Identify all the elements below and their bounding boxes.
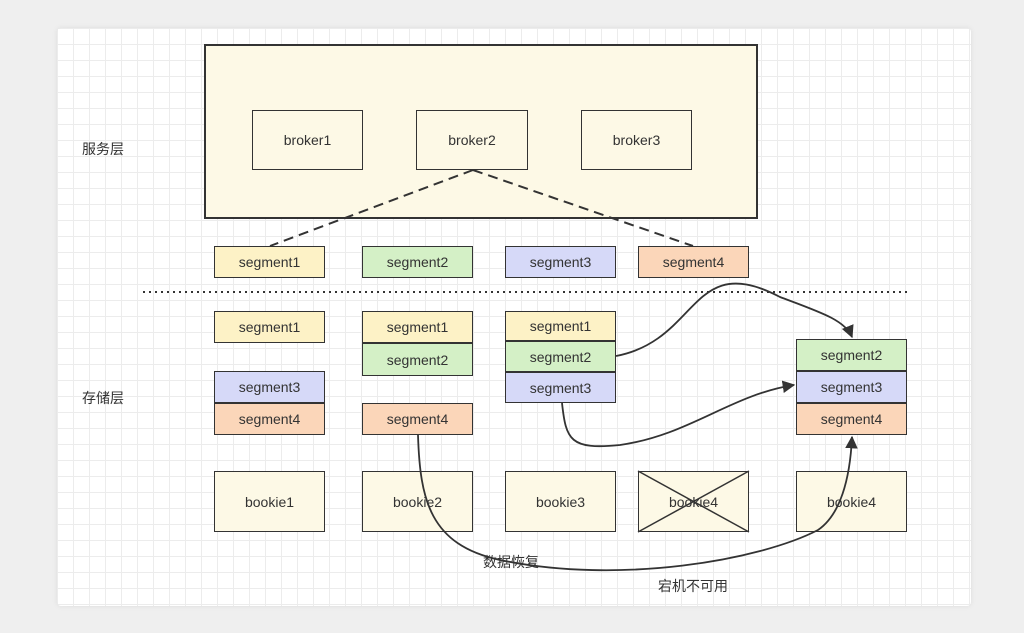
storage-layer-label: 存储层 xyxy=(82,390,124,406)
bookie-node: bookie3 xyxy=(505,471,616,532)
dashed-link-segment4 xyxy=(472,169,694,247)
service-segment-1: segment1 xyxy=(214,246,325,278)
broker-node: broker3 xyxy=(581,110,692,170)
node-down-caption: 宕机不可用 xyxy=(658,578,728,594)
broker-node: broker2 xyxy=(416,110,528,170)
bookie-node-new: bookie4 xyxy=(796,471,907,532)
storage-segment: segment3 xyxy=(796,371,907,403)
recovery-arrow-segment3 xyxy=(561,380,796,448)
storage-segment: segment2 xyxy=(796,339,907,371)
broker-node: broker1 xyxy=(252,110,363,170)
service-segment-3: segment3 xyxy=(505,246,616,278)
storage-segment: segment2 xyxy=(362,343,473,376)
bookie-node: bookie2 xyxy=(362,471,473,532)
storage-segment: segment1 xyxy=(214,311,325,343)
storage-segment: segment2 xyxy=(505,341,616,372)
storage-segment: segment3 xyxy=(505,372,616,403)
data-recovery-caption: 数据恢复 xyxy=(483,554,539,570)
service-segment-4: segment4 xyxy=(638,246,749,278)
storage-segment: segment3 xyxy=(214,371,325,403)
dashed-link-segment1 xyxy=(269,169,474,247)
recovery-arrow-segment4 xyxy=(417,434,858,572)
storage-segment: segment4 xyxy=(362,403,473,435)
recovery-arrow-segment2 xyxy=(615,282,854,357)
storage-segment: segment4 xyxy=(796,403,907,435)
service-layer-label: 服务层 xyxy=(82,141,124,157)
service-segment-2: segment2 xyxy=(362,246,473,278)
storage-segment: segment1 xyxy=(362,311,473,343)
failed-cross-b xyxy=(637,470,750,533)
storage-segment: segment4 xyxy=(214,403,325,435)
storage-segment: segment1 xyxy=(505,311,616,341)
bookie-node: bookie1 xyxy=(214,471,325,532)
